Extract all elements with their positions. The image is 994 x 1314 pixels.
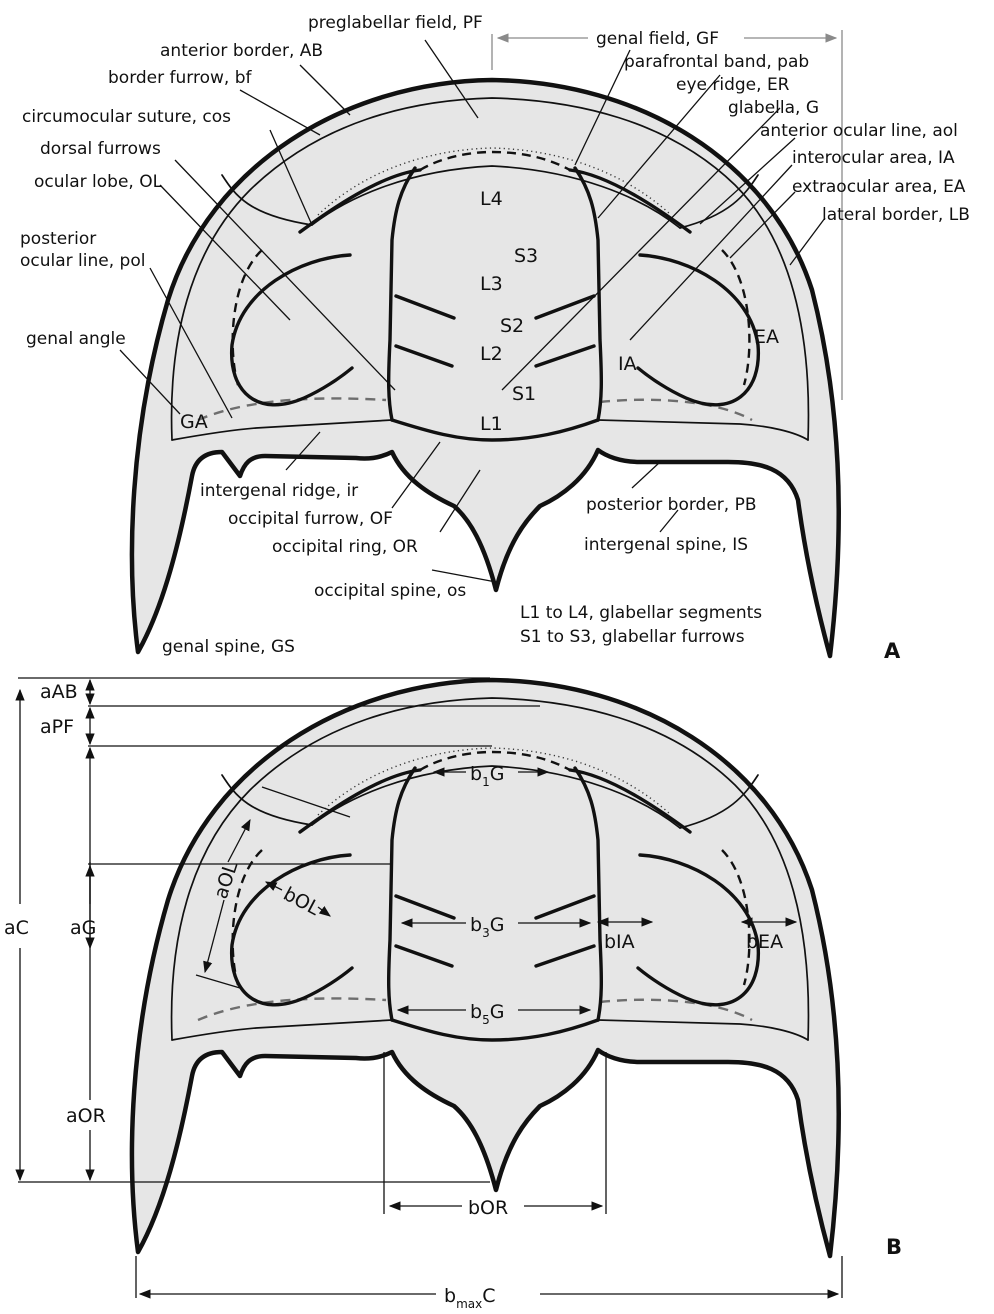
measure-apf: aPF [40,716,74,738]
label-s2: S2 [500,315,524,337]
label-intergenal-spine: intergenal spine, IS [584,535,748,555]
label-circumocular-suture: circumocular suture, cos [22,107,231,127]
measure-aab: aAB [40,681,78,703]
label-intergenal-ridge: intergenal ridge, ir [200,481,358,501]
label-posterior-ocular-line-1: posterior [20,229,96,249]
label-interocular-area: interocular area, IA [792,148,955,168]
measure-b5g-base: b [470,1001,482,1023]
measure-b1g-sub: 1 [482,775,490,789]
label-s3: S3 [514,245,538,267]
label-extraocular-area: extraocular area, EA [792,177,966,197]
panel-letter-a: A [884,639,901,663]
label-l3: L3 [480,273,503,295]
measure-aor: aOR [66,1105,106,1127]
label-genal-field: genal field, GF [596,29,719,49]
label-l2: L2 [480,343,503,365]
label-posterior-ocular-line-2: ocular line, pol [20,251,145,271]
measure-b3g-tail: G [490,914,505,936]
label-ea: EA [754,326,779,348]
measure-bea: bEA [746,931,783,953]
label-ga: GA [180,411,208,433]
label-ocular-lobe: ocular lobe, OL [34,172,163,192]
measure-ac: aC [4,917,29,939]
cephalon-outline-a [132,80,839,656]
measure-bia: bIA [604,931,635,953]
label-parafrontal-band: parafrontal band, pab [624,52,809,72]
measure-b1g-base: b [470,763,482,785]
label-dorsal-furrows: dorsal furrows [40,139,161,159]
measure-bmaxc: bmaxC [444,1285,496,1311]
panel-b: B [4,678,902,1311]
label-preglabellar-field: preglabellar field, PF [308,13,483,33]
label-occipital-spine: occipital spine, os [314,581,466,601]
measure-b5g-sub: 5 [482,1013,490,1027]
label-ia: IA [618,353,637,375]
label-genal-angle: genal angle [26,329,126,349]
label-occipital-furrow: occipital furrow, OF [228,509,393,529]
panel-a: A [20,13,970,663]
measure-b1g-tail: G [490,763,505,785]
measure-b3g-base: b [470,914,482,936]
label-s1: S1 [512,383,536,405]
panel-letter-b: B [886,1235,902,1259]
label-anterior-border: anterior border, AB [160,41,323,61]
label-l4: L4 [480,188,503,210]
measure-b3g-sub: 3 [482,926,490,940]
legend-glabellar-furrows: S1 to S3, glabellar furrows [520,627,745,647]
label-lateral-border: lateral border, LB [822,205,970,225]
label-posterior-border: posterior border, PB [586,495,757,515]
label-border-furrow: border furrow, bf [108,68,252,88]
label-genal-spine: genal spine, GS [162,637,295,657]
label-anterior-ocular-line: anterior ocular line, aol [760,121,958,141]
label-eye-ridge: eye ridge, ER [676,75,790,95]
measure-bmaxc-tail: C [482,1285,495,1307]
measure-bmaxc-sub: max [456,1297,482,1311]
label-l1: L1 [480,413,503,435]
measure-b5g-tail: G [490,1001,505,1023]
label-occipital-ring: occipital ring, OR [272,537,418,557]
legend-glabellar-segments: L1 to L4, glabellar segments [520,603,762,623]
measure-bor: bOR [468,1197,508,1219]
measure-bmaxc-base: b [444,1285,456,1307]
cephalon-outline-b [132,680,839,1256]
measure-ag: aG [70,917,96,939]
label-glabella: glabella, G [728,98,819,118]
